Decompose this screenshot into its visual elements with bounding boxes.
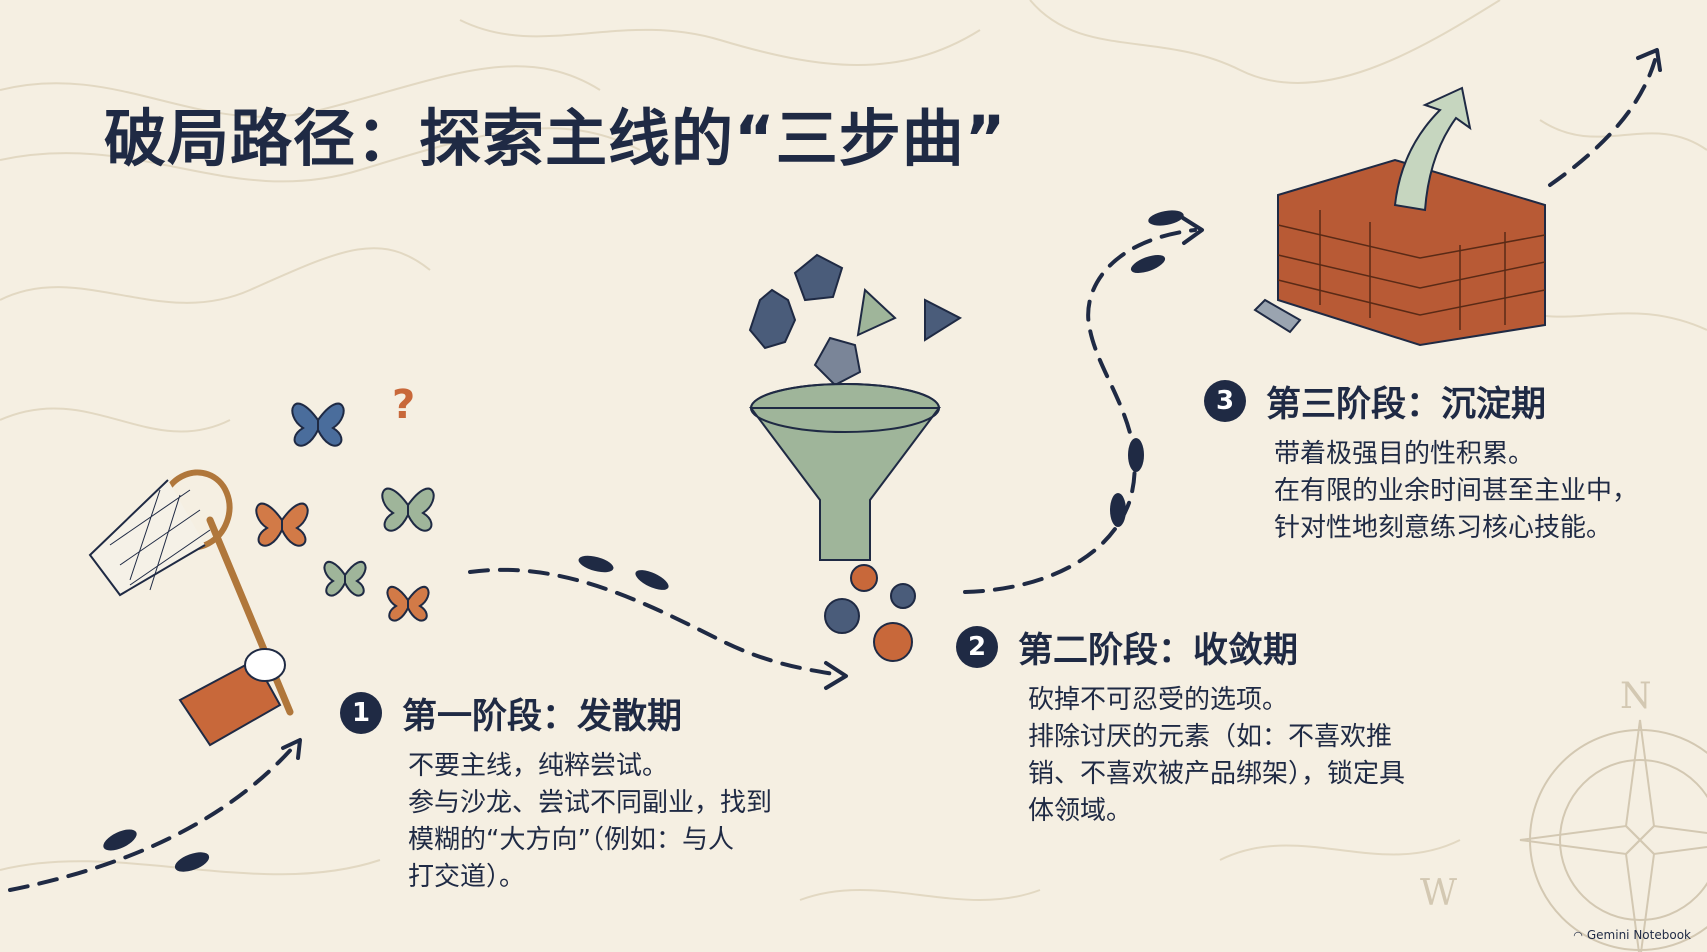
footprints bbox=[103, 210, 1184, 872]
compass-west-label: W bbox=[1420, 873, 1457, 914]
page-title: 破局路径：探索主线的“三步曲” bbox=[104, 102, 1007, 175]
stage-1-line: 模糊的“大方向”（例如：与人 bbox=[408, 825, 734, 855]
stage-2-line: 销、不喜欢被产品绑架），锁定具 bbox=[1028, 759, 1406, 789]
stage-1-line: 打交道）。 bbox=[408, 862, 526, 892]
path-arrowheads bbox=[281, 48, 1662, 760]
butterfly-net-illustration bbox=[88, 469, 294, 747]
stage-3: 3 第三阶段：沉淀期 带着极强目的性积累。 在有限的业余时间甚至主业中， 针对性… bbox=[1204, 376, 1638, 547]
stage-2-number-badge: 2 bbox=[956, 626, 998, 668]
stage-1-number-badge: 1 bbox=[340, 692, 382, 734]
butterfly-green-icon bbox=[381, 487, 435, 532]
butterfly-green-small-icon bbox=[323, 560, 367, 597]
stage-3-title: 第三阶段：沉淀期 bbox=[1266, 384, 1547, 425]
stage-3-line: 在有限的业余时间甚至主业中， bbox=[1274, 476, 1639, 506]
brick-wall-illustration bbox=[1253, 86, 1546, 347]
stage-3-description: 带着极强目的性积累。 在有限的业余时间甚至主业中， 针对性地刻意练习核心技能。 bbox=[1274, 436, 1638, 547]
stage-1-title: 第一阶段：发散期 bbox=[402, 696, 683, 737]
footer-brand-text: Gemini Notebook bbox=[1586, 928, 1691, 942]
stage-3-line: 带着极强目的性积累。 bbox=[1274, 439, 1535, 469]
stage-2-description: 砍掉不可忍受的选项。 排除讨厌的元素（如：不喜欢推 销、不喜欢被产品绑架），锁定… bbox=[1028, 682, 1405, 830]
stage-2: 2 第二阶段：收敛期 砍掉不可忍受的选项。 排除讨厌的元素（如：不喜欢推 销、不… bbox=[956, 622, 1405, 830]
stage-1-header: 1 第一阶段：发散期 bbox=[340, 688, 772, 738]
stage-2-header: 2 第二阶段：收敛期 bbox=[956, 622, 1405, 672]
stage-2-line: 体领域。 bbox=[1028, 796, 1133, 826]
stage-3-number-badge: 3 bbox=[1204, 380, 1246, 422]
compass-north-label: N bbox=[1620, 676, 1652, 717]
dashed-journey-path bbox=[8, 58, 1657, 892]
compass-rose: N W bbox=[1420, 676, 1707, 952]
butterflies: ? bbox=[255, 382, 435, 622]
stage-1-line: 不要主线，纯粹尝试。 bbox=[408, 751, 669, 781]
gemini-notebook-icon: ◠ bbox=[1573, 928, 1583, 942]
stage-2-line: 砍掉不可忍受的选项。 bbox=[1028, 685, 1289, 715]
stage-1: 1 第一阶段：发散期 不要主线，纯粹尝试。 参与沙龙、尝试不同副业，找到 模糊的… bbox=[340, 688, 772, 896]
stage-3-line: 针对性地刻意练习核心技能。 bbox=[1274, 513, 1613, 543]
question-mark-icon: ? bbox=[392, 382, 415, 428]
stage-1-description: 不要主线，纯粹尝试。 参与沙龙、尝试不同副业，找到 模糊的“大方向”（例如：与人… bbox=[408, 748, 772, 896]
butterfly-blue-icon bbox=[291, 402, 345, 447]
stage-3-header: 3 第三阶段：沉淀期 bbox=[1204, 376, 1638, 426]
stage-2-title: 第二阶段：收敛期 bbox=[1018, 630, 1299, 671]
butterfly-orange-small-icon bbox=[386, 585, 430, 622]
stage-1-line: 参与沙龙、尝试不同副业，找到 bbox=[408, 788, 773, 818]
butterfly-orange-icon bbox=[255, 502, 309, 547]
footer-brand: ◠ Gemini Notebook bbox=[1573, 928, 1691, 942]
funnel-illustration bbox=[748, 253, 963, 662]
stage-2-line: 排除讨厌的元素（如：不喜欢推 bbox=[1028, 722, 1393, 752]
